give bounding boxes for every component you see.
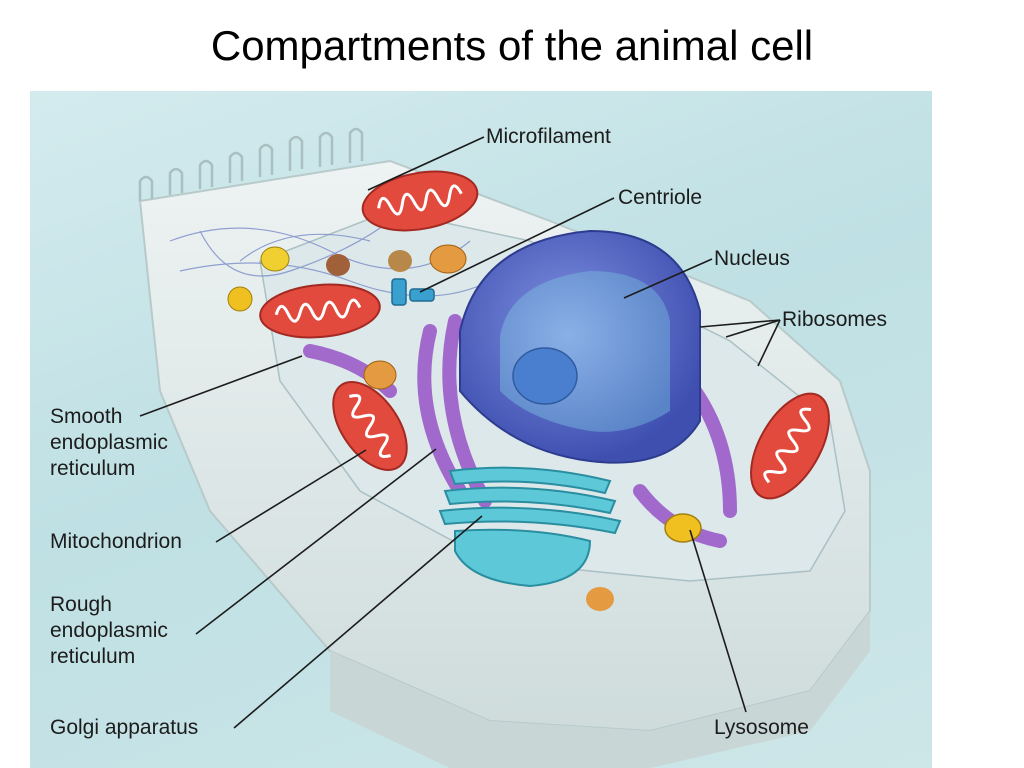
mitochondrion-right — [750, 392, 830, 500]
leader-golgi — [233, 515, 483, 729]
label-centriole: Centriole — [618, 186, 703, 209]
animal-cell-illustration — [30, 91, 932, 768]
leader-mitochondrion — [215, 449, 367, 543]
label-golgi: Golgi apparatus — [50, 716, 199, 739]
vesicle — [260, 246, 290, 272]
microfilament-mesh — [169, 220, 491, 297]
label-rough-er-line-3: reticulum — [50, 645, 136, 668]
vesicle — [429, 244, 467, 274]
label-ribosomes: Ribosomes — [782, 308, 888, 331]
nucleolus — [512, 347, 578, 405]
label-smooth-er: Smooth endoplasmic reticulum — [50, 404, 168, 482]
vesicle — [388, 250, 412, 272]
leader-smooth-er — [139, 355, 303, 417]
leader-microfilament — [367, 136, 485, 191]
golgi-apparatus — [438, 466, 622, 588]
vesicle — [227, 286, 253, 312]
label-lysosome: Lysosome — [714, 716, 809, 739]
label-mitochondrion: Mitochondrion — [50, 530, 182, 553]
page-title: Compartments of the animal cell — [210, 22, 814, 69]
leader-ribosomes-2 — [725, 319, 781, 338]
leader-lysosome — [689, 529, 747, 713]
label-smooth-er-line-2: endoplasmic — [50, 431, 168, 454]
leader-centriole — [419, 197, 615, 293]
microvilli — [138, 127, 364, 201]
vesicle — [586, 587, 614, 611]
leader-ribosomes-1 — [699, 319, 781, 328]
label-nucleus: Nucleus — [714, 247, 790, 270]
leader-rough-er — [195, 448, 437, 635]
cell-drawing — [138, 127, 871, 768]
label-smooth-er-line-1: Smooth — [50, 405, 123, 428]
leader-ribosomes-3 — [757, 319, 781, 367]
mitochondrion-left — [259, 283, 381, 339]
leader-nucleus — [623, 258, 713, 299]
mitochondrion-top — [361, 170, 479, 232]
label-microfilament: Microfilament — [486, 125, 611, 148]
nucleus — [459, 229, 701, 464]
cell-lower-slab — [330, 611, 870, 768]
label-rough-er-line-2: endoplasmic — [50, 619, 168, 642]
centriole — [391, 278, 435, 306]
label-smooth-er-line-3: reticulum — [50, 457, 136, 480]
vesicle — [326, 254, 350, 276]
label-rough-er: Rough endoplasmic reticulum — [50, 592, 168, 670]
vesicle — [363, 360, 397, 390]
mitochondrion-lower-left — [332, 381, 408, 471]
label-rough-er-line-1: Rough — [50, 593, 112, 616]
